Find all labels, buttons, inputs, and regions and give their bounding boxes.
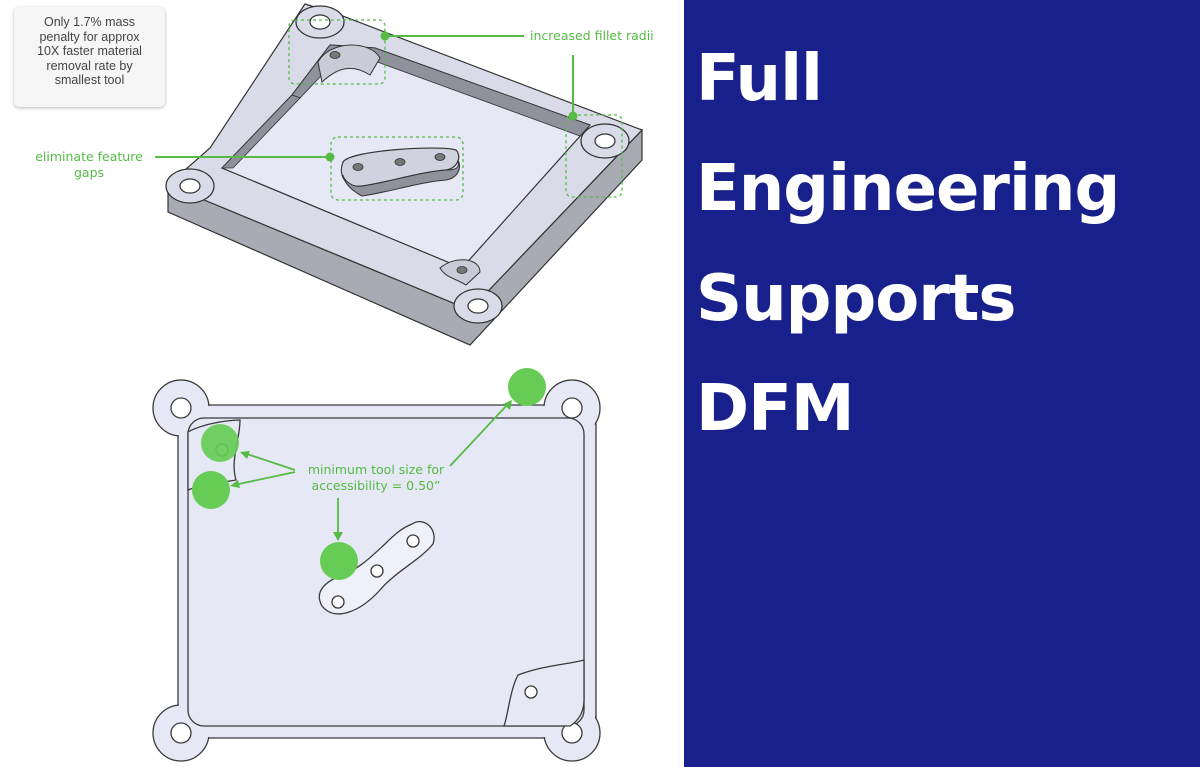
title-line: Supports bbox=[696, 262, 1017, 336]
tool-arrow bbox=[233, 471, 296, 486]
iso-hole bbox=[467, 298, 489, 314]
isometric-part-view bbox=[165, 3, 644, 346]
title-line: Full bbox=[696, 42, 823, 116]
feature-gaps-label: eliminate feature gaps bbox=[30, 149, 148, 181]
title-line: Engineering bbox=[696, 152, 1120, 226]
title-line: DFM bbox=[696, 372, 855, 446]
tool-size-circle bbox=[201, 424, 239, 462]
iso-hole bbox=[309, 14, 331, 30]
title-panel: Full Engineering Supports DFM bbox=[684, 0, 1200, 767]
tool-size-label: minimum tool size for accessibility = 0.… bbox=[296, 462, 456, 494]
iso-small-hole bbox=[434, 153, 446, 161]
tool-arrowheads bbox=[230, 400, 512, 541]
top-view-part bbox=[152, 379, 601, 762]
fillet-highlight-box bbox=[288, 19, 386, 85]
label-line: eliminate feature bbox=[35, 149, 143, 164]
tool-size-circle bbox=[192, 471, 230, 509]
top-view-small-hole bbox=[524, 685, 538, 699]
label-line: gaps bbox=[73, 165, 105, 180]
gap-highlight-box bbox=[330, 136, 464, 201]
top-view-hole bbox=[170, 397, 192, 419]
top-view-hole bbox=[170, 722, 192, 744]
iso-small-hole bbox=[352, 163, 364, 171]
callout-dot bbox=[380, 31, 390, 41]
iso-callouts bbox=[155, 19, 623, 201]
iso-pocket-wall-shade bbox=[221, 94, 301, 169]
iso-hole bbox=[179, 178, 201, 194]
iso-hole bbox=[594, 133, 616, 149]
top-view-small-hole bbox=[331, 595, 345, 609]
note-line: smallest tool bbox=[54, 73, 125, 88]
top-view-corner-boss bbox=[503, 659, 585, 727]
iso-callout-dots bbox=[325, 31, 578, 162]
callout-dot bbox=[325, 152, 335, 162]
top-view-small-hole bbox=[370, 564, 384, 578]
label-line: accessibility = 0.50” bbox=[311, 478, 441, 493]
arrowhead bbox=[240, 451, 250, 459]
tool-size-indicators bbox=[192, 368, 546, 580]
panel-title: Full Engineering Supports DFM bbox=[696, 24, 1120, 464]
iso-slot-feature-side bbox=[342, 159, 460, 197]
tool-arrow bbox=[449, 403, 509, 467]
iso-small-hole bbox=[329, 51, 341, 59]
arrowhead bbox=[333, 532, 343, 541]
note-line: removal rate by bbox=[46, 58, 133, 73]
note-line: Only 1.7% mass bbox=[43, 15, 135, 29]
label-line: minimum tool size for bbox=[307, 462, 445, 477]
dfm-diagram bbox=[152, 3, 644, 762]
tool-arrow bbox=[243, 452, 296, 471]
tool-size-circle bbox=[320, 542, 358, 580]
fillet-radii-label: increased fillet radii bbox=[530, 28, 654, 43]
arrowhead bbox=[503, 400, 512, 410]
tool-size-arrows bbox=[233, 403, 509, 535]
top-view-hole bbox=[561, 397, 583, 419]
top-view-small-hole bbox=[406, 534, 420, 548]
note-line: penalty for approx bbox=[39, 29, 140, 44]
tool-size-circle bbox=[508, 368, 546, 406]
note-line: 10X faster material bbox=[37, 44, 142, 59]
iso-small-hole bbox=[394, 158, 406, 166]
arrowhead bbox=[230, 480, 240, 488]
callout-dot bbox=[568, 111, 578, 121]
iso-small-hole bbox=[456, 266, 468, 274]
mass-penalty-note: Only 1.7% mass penalty for approx 10X fa… bbox=[14, 7, 165, 107]
